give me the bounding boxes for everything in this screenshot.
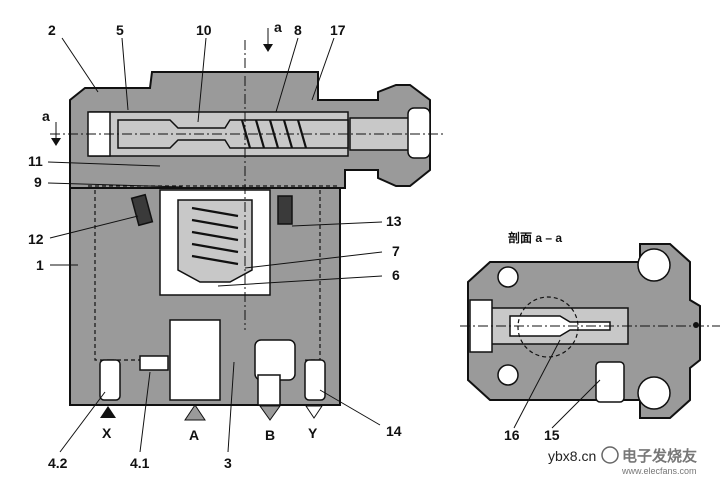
section-dash-circle <box>517 296 579 358</box>
arrow-head-top <box>263 44 273 52</box>
leader-12 <box>49 215 139 239</box>
leader-17 <box>311 37 335 101</box>
callout-12: 12 <box>28 231 44 247</box>
port-b-pipe <box>257 374 281 406</box>
port-b-symbol <box>259 405 281 421</box>
port-b-cavity <box>254 339 296 381</box>
section-title: 剖面 a – a <box>508 230 562 245</box>
callout-7: 7 <box>392 243 400 259</box>
main-valve-section: a a X A B Y 2 5 10 8 17 11 <box>28 19 445 471</box>
port-y-label: Y <box>308 425 318 441</box>
channel-left <box>94 190 110 361</box>
callout-14: 14 <box>386 423 402 439</box>
leader-2 <box>61 37 99 93</box>
leader-9 <box>47 182 183 188</box>
callout-4-1: 4.1 <box>130 455 150 471</box>
section-marker-top: a <box>274 19 282 35</box>
callout-4-2: 4.2 <box>48 455 68 471</box>
leader-10 <box>197 37 207 123</box>
section-port <box>595 361 625 403</box>
callout-11: 11 <box>28 153 43 169</box>
port-x-label: X <box>102 425 112 441</box>
port-a-label: A <box>189 427 199 443</box>
leader-16 <box>513 339 561 429</box>
callout-13: 13 <box>386 213 402 229</box>
main-spring <box>191 206 239 266</box>
leader-11 <box>47 161 161 167</box>
arrow-head-left <box>51 138 61 146</box>
port-x-symbol <box>100 406 116 418</box>
orifice-12 <box>130 193 154 227</box>
check-4-1 <box>139 355 169 371</box>
section-pin <box>693 322 699 328</box>
callout-16: 16 <box>504 427 520 443</box>
callout-3: 3 <box>224 455 232 471</box>
leader-13 <box>291 221 383 227</box>
watermark: ybx8.cn 电子发烧友 www.elecfans.com <box>548 446 697 476</box>
leader-3 <box>227 361 235 453</box>
callout-5: 5 <box>116 22 124 38</box>
plug-x <box>99 359 121 401</box>
callout-1: 1 <box>36 257 44 273</box>
leader-4-2 <box>59 391 106 453</box>
callout-10: 10 <box>196 22 212 38</box>
port-b-label: B <box>265 427 275 443</box>
callout-9: 9 <box>34 174 42 190</box>
leader-4-1 <box>139 371 151 453</box>
port-y-symbol <box>305 405 323 419</box>
callout-2: 2 <box>48 22 56 38</box>
leader-8 <box>275 37 299 113</box>
section-marker-left: a <box>42 108 50 124</box>
leader-6 <box>217 275 383 287</box>
orifice-13 <box>277 195 293 225</box>
watermark-site: ybx8.cn <box>548 448 596 464</box>
port-a-symbol <box>184 404 206 421</box>
watermark-url: www.elecfans.com <box>621 466 697 476</box>
mount-hole-top <box>637 248 671 282</box>
watermark-brand: 电子发烧友 <box>622 447 697 465</box>
callout-17: 17 <box>330 22 346 38</box>
leader-14 <box>319 389 381 426</box>
leader-15 <box>551 379 601 429</box>
bolt-hole-left-top <box>497 266 519 288</box>
leader-7 <box>244 251 383 269</box>
watermark-logo-icon <box>601 446 619 464</box>
section-a-a-view: 剖面 a – a 16 15 <box>460 230 720 443</box>
lower-chamber <box>169 319 221 401</box>
leader-5 <box>121 37 129 111</box>
callout-15: 15 <box>544 427 560 443</box>
callout-6: 6 <box>392 267 400 283</box>
plug-y <box>304 359 326 401</box>
mount-hole-bottom <box>637 376 671 410</box>
adjust-screw <box>407 107 431 159</box>
callout-8: 8 <box>294 22 302 38</box>
bolt-hole-left-bottom <box>497 364 519 386</box>
